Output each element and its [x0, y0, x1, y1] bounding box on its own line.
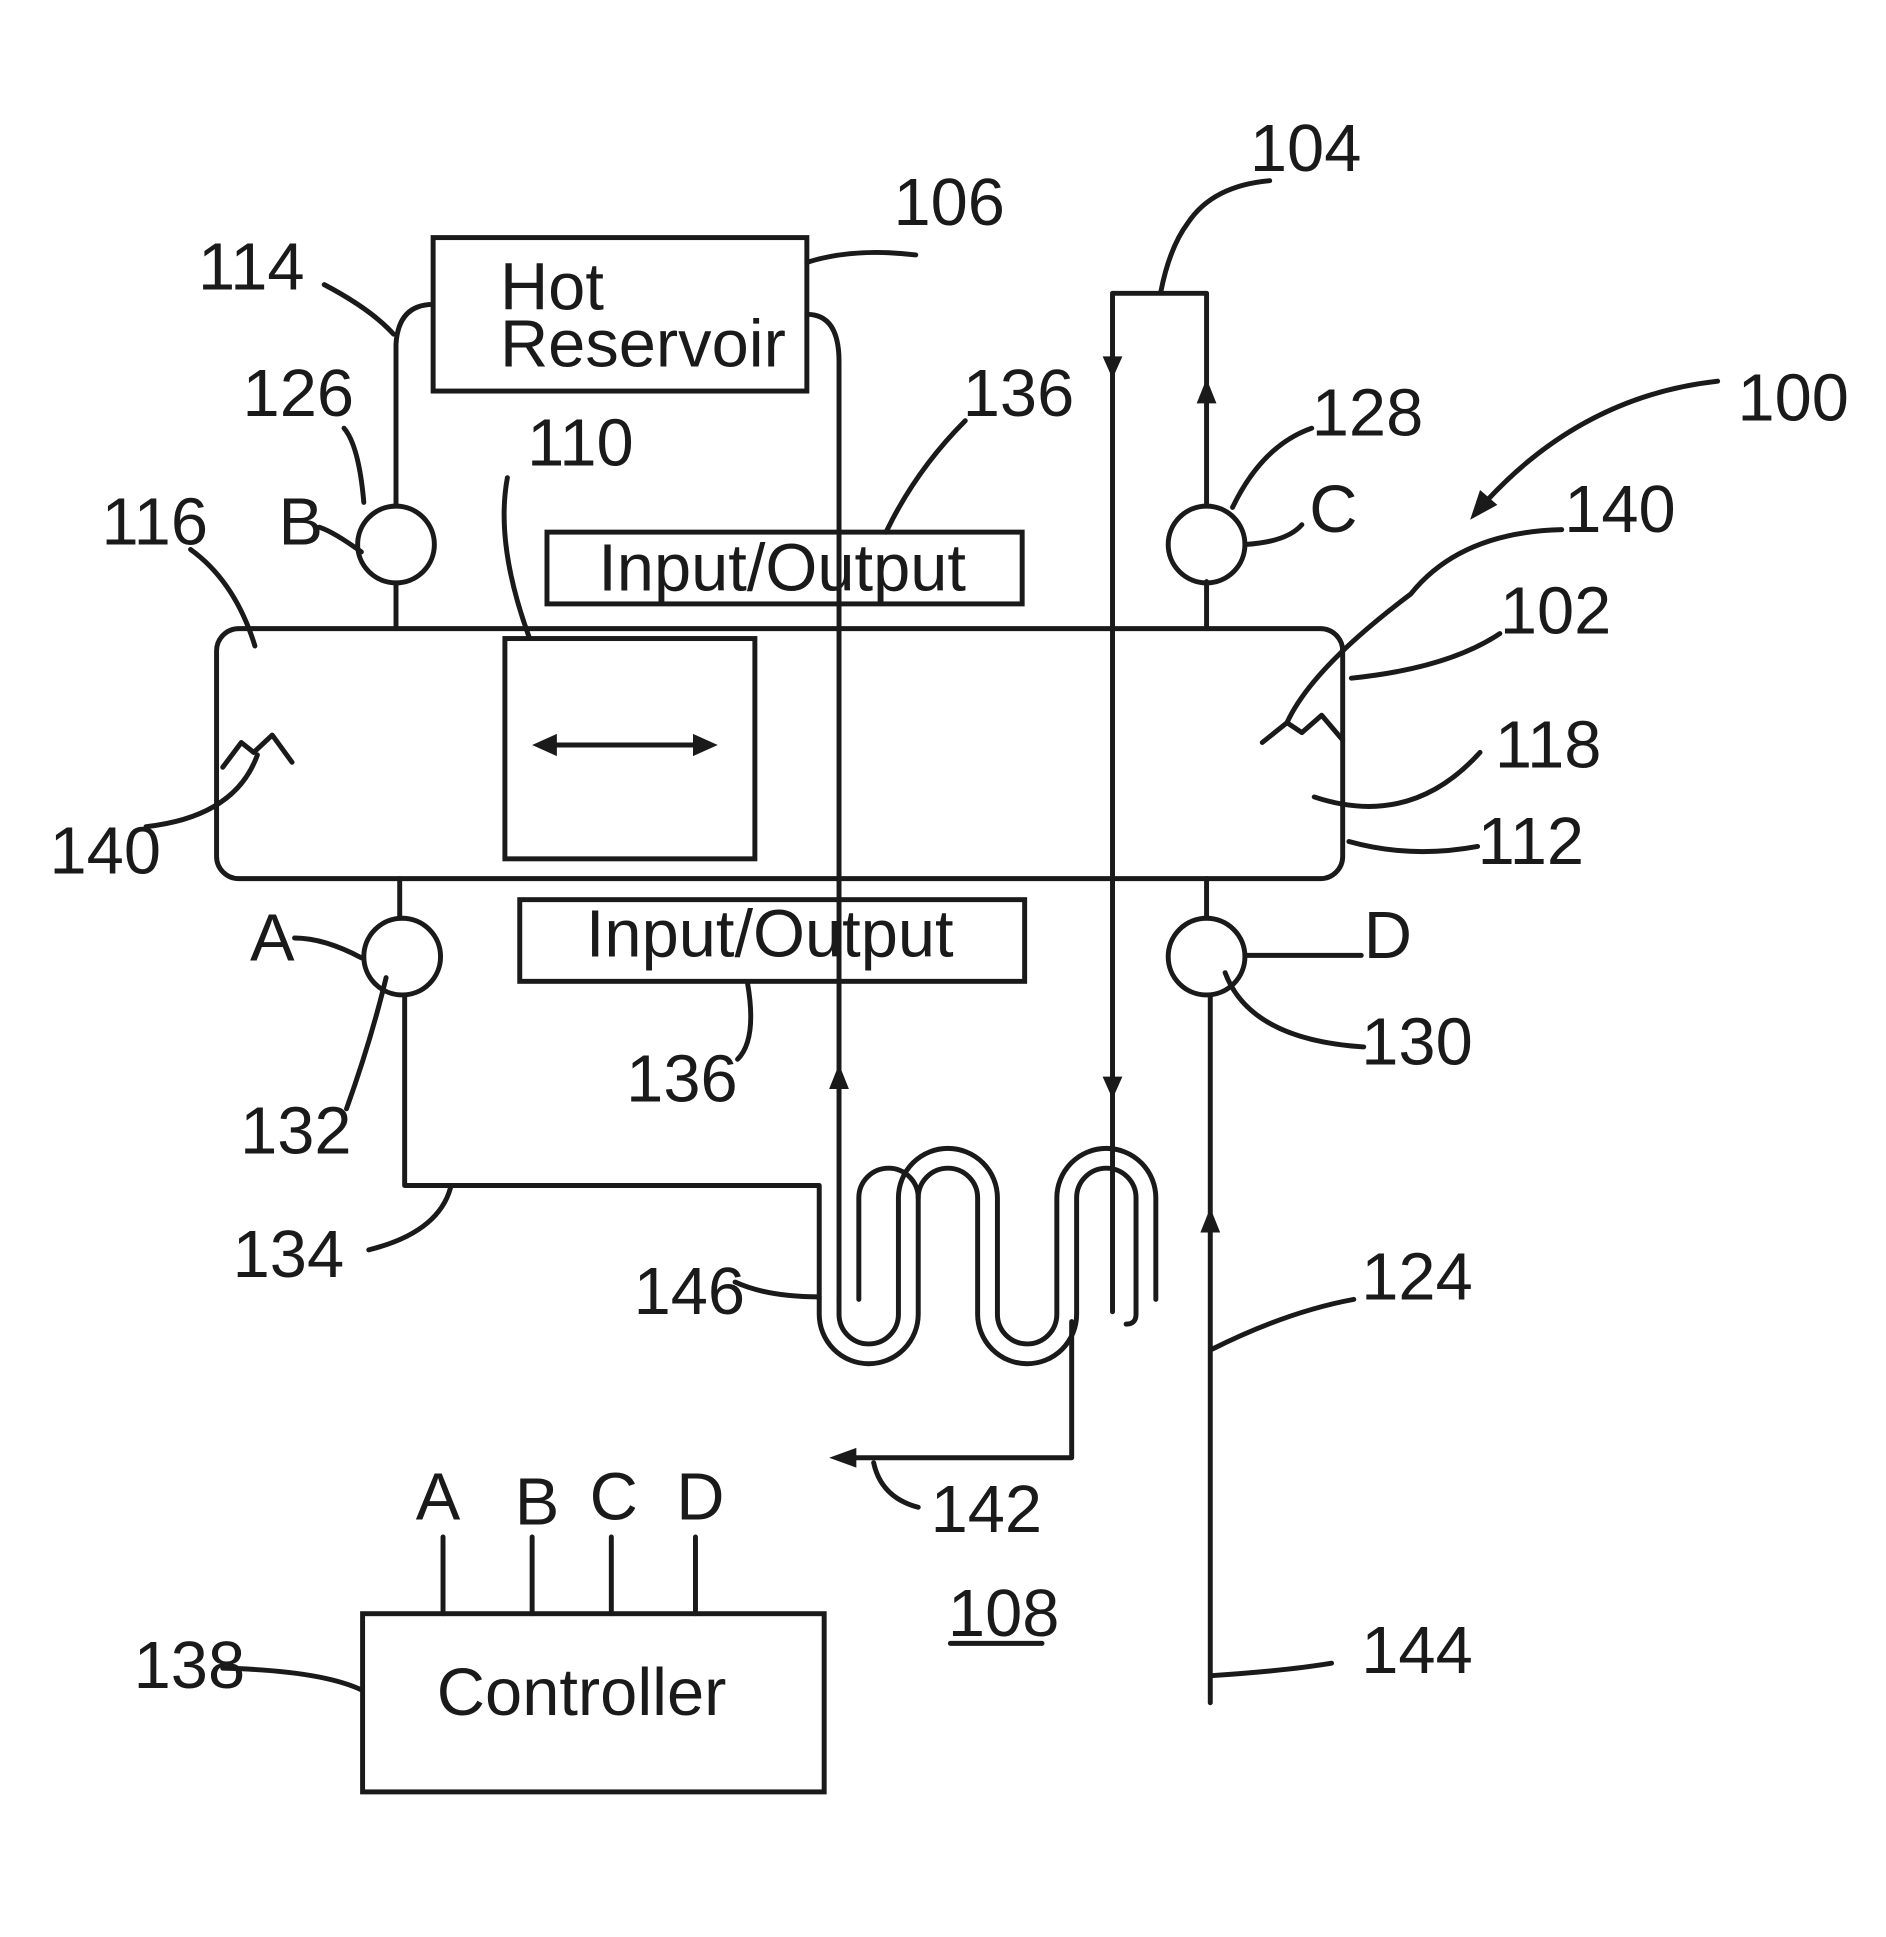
leader-126 [344, 428, 364, 502]
leader-106 [807, 252, 916, 262]
leader-124 [1213, 1299, 1354, 1349]
leader-136-top [886, 421, 965, 532]
flow-arrow-up-inlet [1200, 1208, 1220, 1233]
ref-110: 110 [527, 406, 634, 480]
ref-108: 108 [948, 1577, 1059, 1651]
leader-146 [735, 1282, 819, 1297]
valve-d-letter: D [1364, 899, 1412, 973]
controller-port-d: D [676, 1461, 724, 1535]
ref-104: 104 [1250, 112, 1361, 186]
valve-a [364, 918, 441, 995]
ref-130: 130 [1361, 1005, 1472, 1079]
heat-exchanger-coil-left-arch [859, 1168, 918, 1299]
ref-142: 142 [931, 1473, 1042, 1547]
ref-146: 146 [634, 1255, 745, 1329]
io-label-bottom: Input/Output [586, 898, 954, 972]
hot-reservoir-label-line2: Reservoir [500, 307, 786, 381]
ref-100: 100 [1737, 362, 1848, 436]
controller-port-a: A [416, 1461, 461, 1535]
leader-valve-b-letter [319, 527, 361, 552]
ref-136-top: 136 [963, 357, 1074, 431]
ref-118: 118 [1495, 708, 1602, 782]
flow-arrow-down-104-upper [1103, 356, 1123, 378]
ref-140-right: 140 [1564, 473, 1675, 547]
leader-128 [1233, 428, 1312, 507]
leader-144 [1213, 1663, 1332, 1675]
ref-136-bottom: 136 [626, 1042, 737, 1116]
leader-valve-c-letter [1245, 525, 1302, 545]
heat-exchanger-coil-outer [819, 1168, 1136, 1364]
leader-142 [874, 1463, 919, 1508]
regenerator-housing [217, 629, 1343, 879]
valve-b-letter: B [278, 486, 323, 560]
flow-arrow-up-hot-return [829, 1064, 849, 1089]
leader-136-bottom [738, 983, 751, 1060]
flow-arrow-down-104-lower [1103, 1077, 1123, 1099]
leader-132 [347, 978, 387, 1109]
valve-c [1168, 506, 1245, 583]
leader-valve-a-letter [295, 938, 362, 958]
valve-a-letter: A [250, 901, 295, 975]
pipe-valve-a-to-exchanger [405, 995, 820, 1299]
valve-c-letter: C [1309, 473, 1357, 547]
ref-132: 132 [240, 1094, 351, 1168]
flow-arrow-left-outlet [829, 1448, 856, 1468]
controller-label: Controller [437, 1656, 727, 1730]
leader-104 [1161, 181, 1270, 292]
ref-126: 126 [243, 357, 354, 431]
valve-b [358, 506, 435, 583]
leader-114 [324, 285, 393, 335]
pipe-hot-reservoir-to-valve-b [396, 304, 433, 507]
leader-102 [1351, 634, 1500, 679]
ref-114: 114 [198, 231, 305, 305]
ref-112: 112 [1478, 805, 1585, 879]
leader-110 [504, 478, 530, 639]
ref-102: 102 [1500, 575, 1611, 649]
leader-112 [1349, 841, 1478, 851]
flow-arrow-up-104 [1197, 379, 1217, 404]
io-label-top: Input/Output [598, 531, 966, 605]
controller-port-b: B [515, 1466, 560, 1540]
ref-124: 124 [1361, 1240, 1472, 1314]
ref-128: 128 [1312, 377, 1423, 451]
ref-106: 106 [893, 166, 1004, 240]
ref-144: 144 [1361, 1614, 1472, 1688]
leader-134 [369, 1188, 451, 1250]
controller-port-c: C [590, 1461, 638, 1535]
valve-d [1168, 918, 1245, 995]
ref-134: 134 [233, 1218, 344, 1292]
heat-exchanger-coil-inner [839, 1148, 1156, 1344]
leader-130 [1225, 973, 1364, 1047]
